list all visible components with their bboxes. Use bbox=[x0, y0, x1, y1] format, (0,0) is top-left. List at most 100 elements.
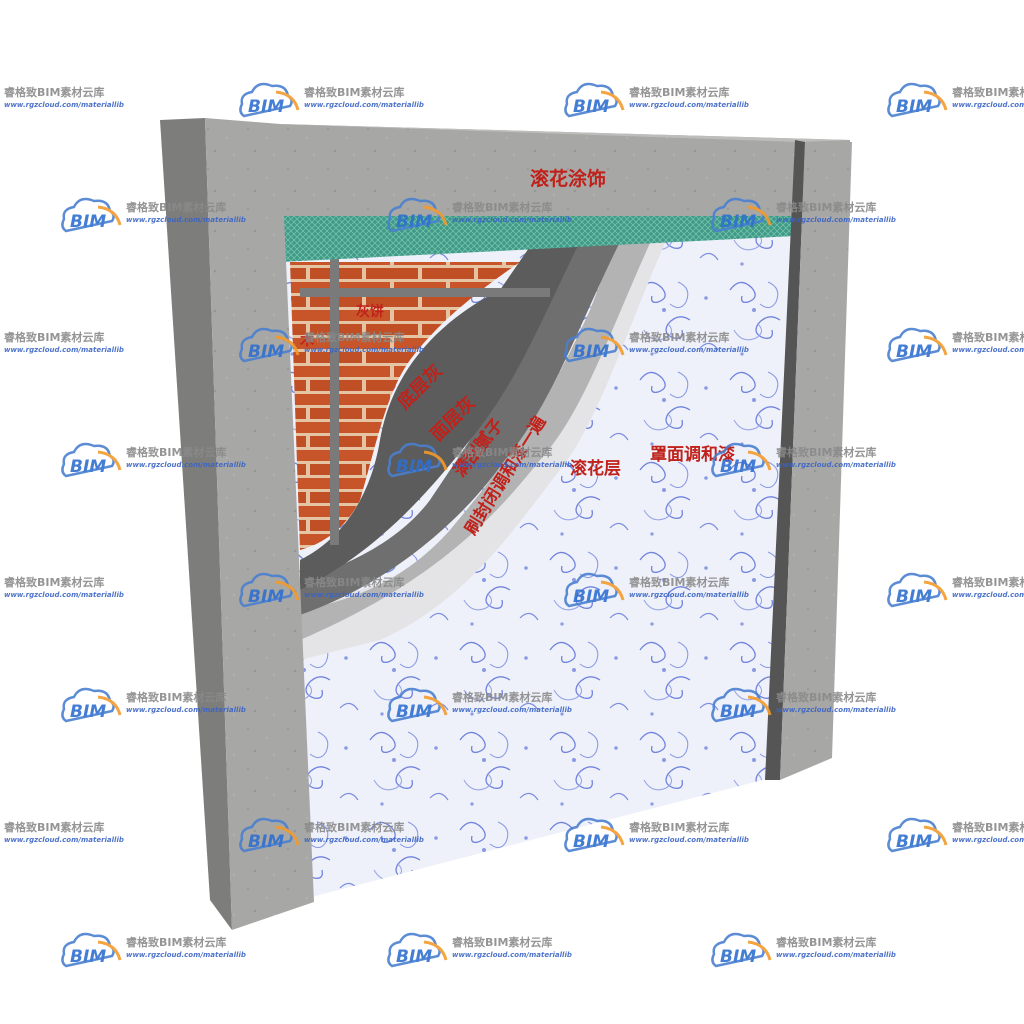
top-beam-front bbox=[280, 124, 850, 216]
watermark-badge: BIM睿格致BIM素材云库www.rgzcloud.com/materialli… bbox=[887, 327, 1024, 363]
watermark-url: www.rgzcloud.com/materiallib bbox=[4, 101, 124, 109]
watermark-url: www.rgzcloud.com/materiallib bbox=[452, 216, 572, 224]
cloud-icon bbox=[387, 932, 441, 968]
orange-arc-icon bbox=[423, 450, 448, 471]
right-column-front bbox=[780, 142, 852, 780]
watermark-name: 睿格致BIM素材云库 bbox=[452, 445, 552, 459]
watermark-logo-text: BIM bbox=[248, 342, 284, 362]
orange-arc-icon bbox=[423, 205, 448, 226]
watermark-logo-text: BIM bbox=[396, 212, 432, 232]
cloud-icon bbox=[387, 687, 441, 723]
watermark-badge: BIM睿格致BIM素材云库www.rgzcloud.com/materialli… bbox=[61, 687, 246, 723]
right-column-side bbox=[765, 140, 805, 780]
watermark-logo-text: BIM bbox=[70, 702, 106, 722]
cloud-icon bbox=[61, 687, 115, 723]
orange-arc-icon bbox=[600, 90, 625, 111]
watermark-url: www.rgzcloud.com/materiallib bbox=[304, 591, 424, 599]
board-strip-label: 灰饼 bbox=[356, 303, 384, 320]
roll-pattern-label: 滚花层 bbox=[570, 458, 621, 479]
watermark-url: www.rgzcloud.com/materiallib bbox=[952, 101, 1024, 109]
watermark-name: 睿格致BIM素材云库 bbox=[4, 575, 104, 589]
watermark-badge: BIM睿格致BIM素材云库www.rgzcloud.com/materialli… bbox=[564, 327, 749, 363]
finish-coat-layer bbox=[300, 232, 655, 640]
watermark-logo-text: BIM bbox=[248, 97, 284, 117]
watermark-layer: BIM 睿格致BIM素材云库 www.rgzcloud.com/materialli… bbox=[4, 82, 1024, 968]
watermark-url: www.rgzcloud.com/materiallib bbox=[304, 346, 424, 354]
cloud-icon bbox=[61, 442, 115, 478]
cloud-icon bbox=[711, 197, 765, 233]
watermark-logo-text: BIM bbox=[70, 457, 106, 477]
base-coat-outer-layer bbox=[300, 232, 625, 615]
watermark-logo-text: BIM bbox=[896, 342, 932, 362]
watermark-logo-text: BIM bbox=[396, 947, 432, 967]
cloud-icon bbox=[239, 817, 293, 853]
watermark-url: www.rgzcloud.com/materiallib bbox=[4, 591, 124, 599]
orange-arc-icon bbox=[923, 580, 948, 601]
watermark-badge: BIM 睿格致BIM素材云库 www.rgzcloud.com/materialli… bbox=[61, 442, 246, 478]
watermark-badge: BIM睿格致BIM素材云库www.rgzcloud.com/materialli… bbox=[239, 817, 424, 853]
watermark-badge: BIM睿格致BIM素材云库www.rgzcloud.com/materialli… bbox=[4, 85, 124, 109]
watermark-badge: BIM睿格致BIM素材云库www.rgzcloud.com/materialli… bbox=[387, 687, 572, 723]
watermark-url: www.rgzcloud.com/materiallib bbox=[126, 951, 246, 959]
watermark-badge: BIM睿格致BIM素材云库www.rgzcloud.com/materialli… bbox=[887, 817, 1024, 853]
watermark-name: 睿格致BIM素材云库 bbox=[629, 820, 729, 834]
orange-arc-icon bbox=[423, 940, 448, 961]
top-beam-top bbox=[160, 120, 850, 142]
watermark-url: www.rgzcloud.com/materiallib bbox=[304, 836, 424, 844]
watermark-badge: BIM睿格致BIM素材云库www.rgzcloud.com/materialli… bbox=[711, 197, 896, 233]
watermark-logo-text: BIM bbox=[896, 97, 932, 117]
cloud-icon bbox=[239, 82, 293, 118]
watermark-badge: BIM睿格致BIM素材云库www.rgzcloud.com/materialli… bbox=[711, 442, 896, 478]
watermark-logo-text: BIM bbox=[896, 832, 932, 852]
cloud-icon bbox=[887, 817, 941, 853]
watermark-badge: BIM睿格致BIM素材云库www.rgzcloud.com/materialli… bbox=[4, 820, 124, 844]
watermark-name: 睿格致BIM素材云库 bbox=[776, 445, 876, 459]
watermark-name: 睿格致BIM素材云库 bbox=[776, 935, 876, 949]
cloud-icon bbox=[711, 687, 765, 723]
orange-arc-icon bbox=[923, 90, 948, 111]
steel-rod-vertical bbox=[330, 255, 339, 545]
orange-arc-icon bbox=[275, 825, 300, 846]
watermark-badge: BIM睿格致BIM素材云库www.rgzcloud.com/materialli… bbox=[564, 817, 749, 853]
orange-arc-icon bbox=[600, 825, 625, 846]
watermark-name: 睿格致BIM素材云库 bbox=[629, 85, 729, 99]
watermark-url: www.rgzcloud.com/materiallib bbox=[629, 591, 749, 599]
watermark-url: www.rgzcloud.com/materiallib bbox=[776, 951, 896, 959]
watermark-name: 睿格致BIM素材云库 bbox=[4, 330, 104, 344]
orange-arc-icon bbox=[97, 940, 122, 961]
brick-wall bbox=[290, 262, 520, 550]
watermark-url: www.rgzcloud.com/materiallib bbox=[126, 461, 246, 469]
watermark-name: 睿格致BIM素材云库 bbox=[126, 200, 226, 214]
watermark-logo-text: BIM bbox=[248, 832, 284, 852]
orange-arc-icon bbox=[97, 450, 122, 471]
orange-arc-icon bbox=[275, 580, 300, 601]
steel-rod-horizontal bbox=[300, 288, 550, 297]
watermark-url: www.rgzcloud.com/materiallib bbox=[776, 706, 896, 714]
watermark-url: www.rgzcloud.com/materiallib bbox=[4, 346, 124, 354]
watermark-logo-text: BIM bbox=[720, 212, 756, 232]
watermark-badge: BIM睿格致BIM素材云库www.rgzcloud.com/materialli… bbox=[887, 572, 1024, 608]
left-column-front bbox=[205, 118, 314, 930]
watermark-badge: BIM睿格致BIM素材云库www.rgzcloud.com/materialli… bbox=[4, 330, 124, 354]
watermark-url: www.rgzcloud.com/materiallib bbox=[452, 951, 572, 959]
orange-arc-icon bbox=[600, 335, 625, 356]
watermark-name: 睿格致BIM素材云库 bbox=[126, 445, 226, 459]
watermark-name: 睿格致BIM素材云库 bbox=[4, 85, 104, 99]
orange-arc-icon bbox=[600, 580, 625, 601]
cloud-icon bbox=[239, 327, 293, 363]
watermark-name: 睿格致BIM素材云库 bbox=[776, 690, 876, 704]
watermark-badge: BIM睿格致BIM素材云库www.rgzcloud.com/materialli… bbox=[61, 932, 246, 968]
watermark-name: 睿格致BIM素材云库 bbox=[952, 575, 1024, 589]
watermark-badge: BIM睿格致BIM素材云库www.rgzcloud.com/materialli… bbox=[239, 327, 424, 363]
watermark-name: 睿格致BIM素材云库 bbox=[126, 690, 226, 704]
orange-arc-icon bbox=[423, 695, 448, 716]
cloud-icon bbox=[564, 817, 618, 853]
watermark-url: www.rgzcloud.com/materiallib bbox=[952, 591, 1024, 599]
watermark-badge: BIM睿格致BIM素材云库www.rgzcloud.com/materialli… bbox=[711, 932, 896, 968]
watermark-name: 睿格致BIM素材云库 bbox=[952, 85, 1024, 99]
watermark-badge: BIM睿格致BIM素材云库www.rgzcloud.com/materialli… bbox=[61, 197, 246, 233]
watermark-badge: BIM睿格致BIM素材云库www.rgzcloud.com/materialli… bbox=[711, 687, 896, 723]
orange-arc-icon bbox=[923, 335, 948, 356]
watermark-url: www.rgzcloud.com/materiallib bbox=[776, 216, 896, 224]
